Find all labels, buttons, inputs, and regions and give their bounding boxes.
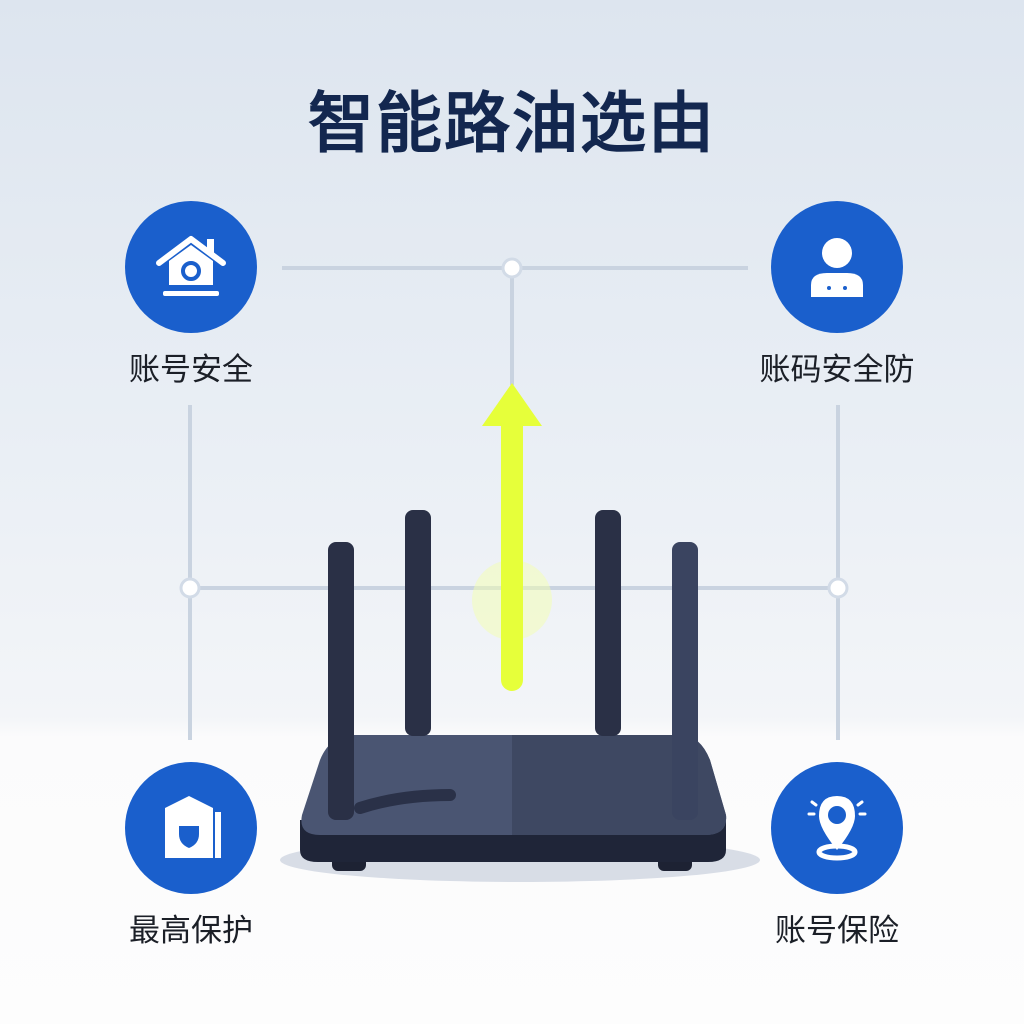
connector-nodes (179, 257, 849, 599)
user-icon (811, 238, 863, 297)
home-icon (156, 236, 226, 296)
feature-label: 最高保护 (129, 913, 253, 949)
shield-document-icon (165, 796, 221, 858)
feature-shield-button[interactable] (125, 762, 257, 894)
location-pin-icon (807, 796, 867, 861)
feature-label: 账码安全防 (759, 352, 915, 388)
feature-home-button[interactable] (125, 201, 257, 333)
feature-label: 账号保险 (775, 913, 899, 949)
feature-label: 账号安全 (129, 352, 253, 388)
router (280, 510, 760, 882)
feature-location-button[interactable] (771, 762, 903, 894)
feature-user-button[interactable] (771, 201, 903, 333)
up-arrow (472, 383, 552, 691)
page-title: 智能路油选由 (308, 85, 716, 162)
